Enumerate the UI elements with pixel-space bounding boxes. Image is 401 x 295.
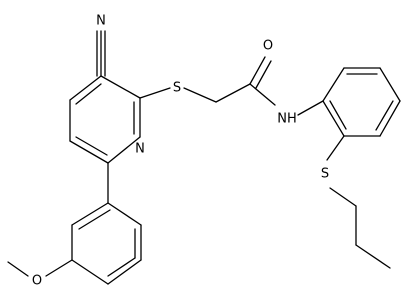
- propyl-sulfur-label: S: [321, 167, 329, 182]
- nitrile-group: [96, 30, 106, 77]
- amide-nh-label: NH: [277, 112, 297, 127]
- pyridine-ring: [69, 75, 141, 164]
- thioether-linker: [139, 56, 324, 116]
- methoxy-group: [7, 259, 73, 277]
- methoxy-oxygen-label: O: [32, 274, 42, 289]
- pyridine-nitrogen-label: N: [135, 142, 145, 157]
- propylthio-chain: [326, 135, 391, 269]
- thioether-sulfur-label: S: [173, 81, 181, 96]
- methoxyphenyl-ring: [71, 162, 142, 285]
- carbonyl-oxygen-label: O: [263, 39, 273, 54]
- nitrile-nitrogen-label: N: [96, 14, 106, 29]
- phenyl-ring-anilide: [322, 67, 401, 137]
